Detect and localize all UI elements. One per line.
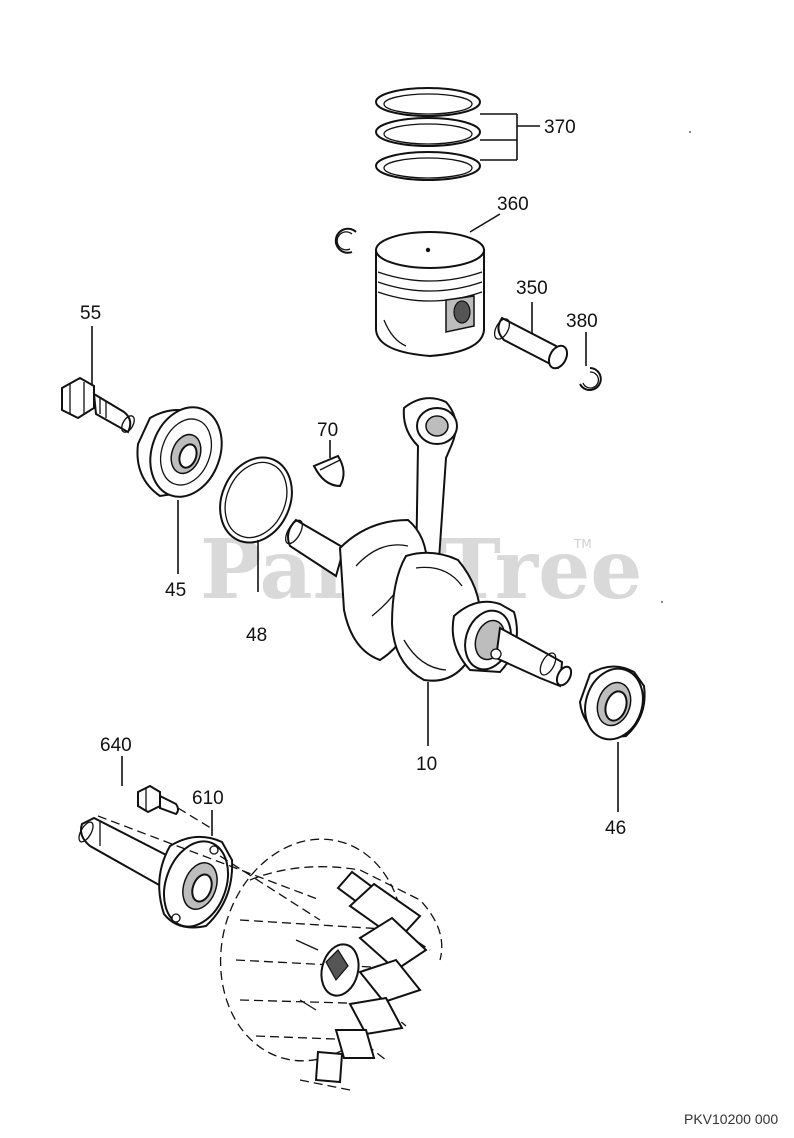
callout-350: 350 [516, 278, 548, 299]
oil-seal[interactable] [576, 661, 652, 747]
callout-45: 45 [165, 580, 186, 601]
piston-rings[interactable] [375, 87, 481, 181]
piston[interactable] [375, 231, 485, 358]
flywheel-screw[interactable] [137, 784, 179, 816]
crank-bolt[interactable] [61, 376, 137, 434]
callout-640: 640 [100, 735, 132, 756]
piston-pin[interactable] [492, 316, 571, 371]
flywheel-outline [97, 815, 443, 1091]
watermark-trademark: TM [573, 537, 592, 551]
callout-370: 370 [544, 117, 576, 138]
callout-55: 55 [80, 303, 101, 324]
o-ring[interactable] [207, 446, 305, 554]
flywheel-hub[interactable] [76, 816, 239, 936]
woodruff-key[interactable] [312, 454, 345, 488]
drawing-code: PKV10200 000 [684, 1111, 778, 1127]
callout-360: 360 [497, 194, 529, 215]
bearing[interactable] [136, 397, 233, 507]
crankshaft[interactable] [282, 397, 574, 688]
callout-48: 48 [246, 625, 267, 646]
callout-leader-370 [480, 113, 540, 161]
callout-46: 46 [605, 818, 626, 839]
pin-clip-left[interactable] [334, 227, 357, 254]
pin-clip-right[interactable] [579, 367, 602, 391]
callout-70: 70 [317, 420, 338, 441]
callout-380: 380 [566, 311, 598, 332]
callout-leader-360 [469, 213, 501, 233]
callout-10: 10 [416, 754, 437, 775]
callout-610: 610 [192, 788, 224, 809]
